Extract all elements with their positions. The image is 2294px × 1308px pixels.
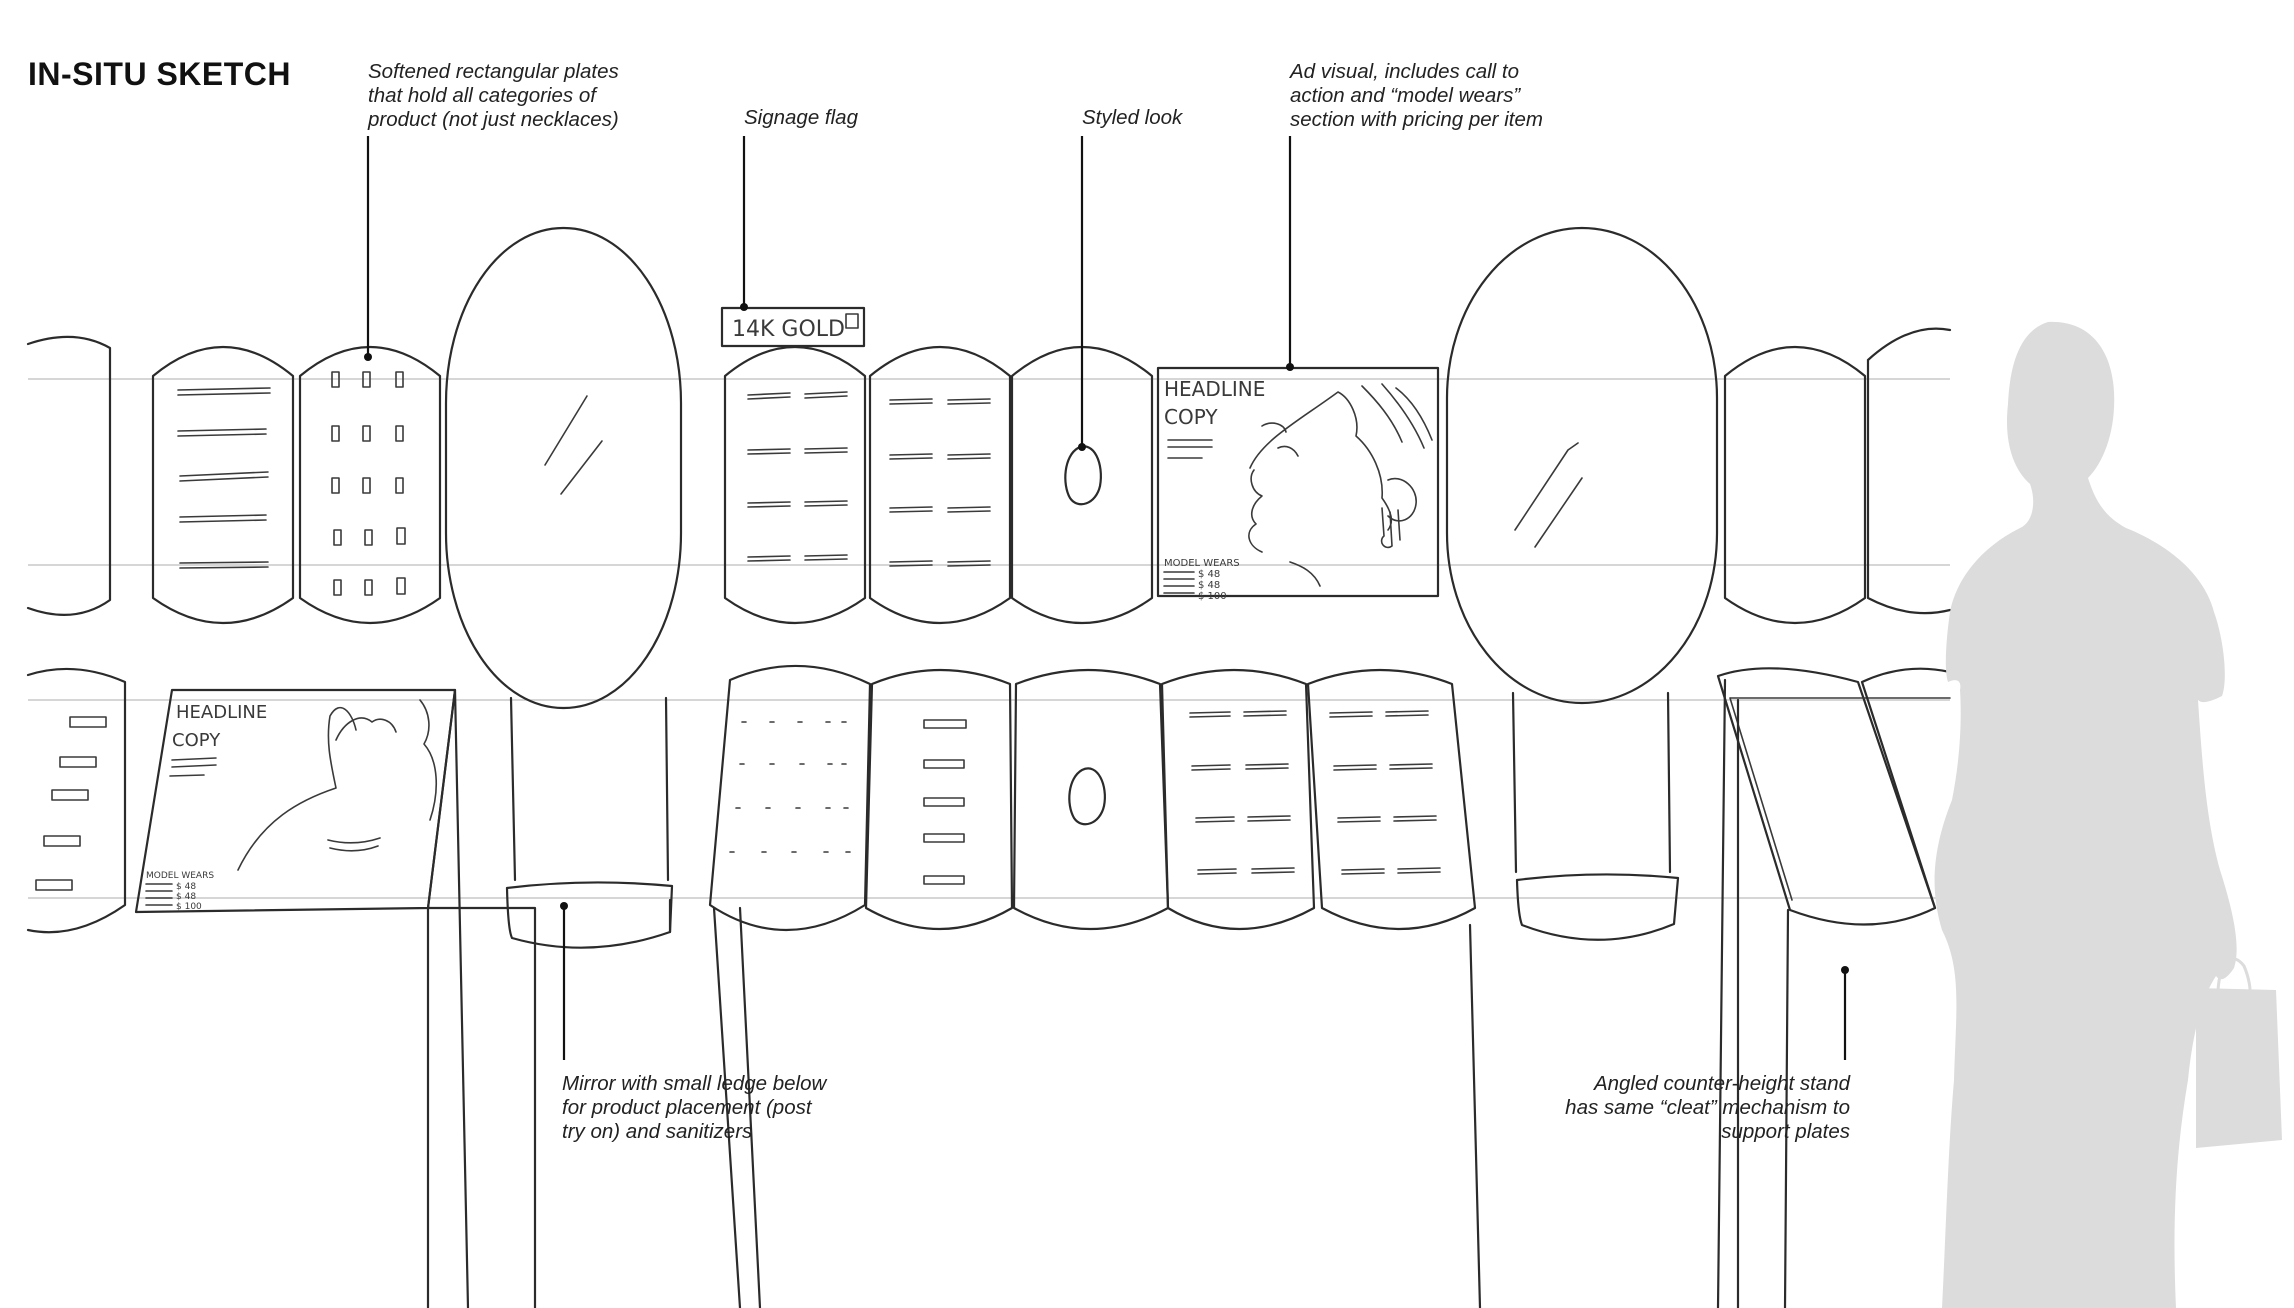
counter-price-3: $ 100 bbox=[176, 902, 202, 912]
counter-model-wears: MODEL WEARS bbox=[146, 871, 214, 881]
mirror-left bbox=[444, 226, 683, 949]
upper-plate-edge-left bbox=[26, 335, 112, 616]
annotation-mirror: Mirror with small ledge below for produc… bbox=[562, 1072, 827, 1143]
ad-price-3: $ 100 bbox=[1198, 591, 1227, 602]
lower-counter-ad-panel: HEADLINE COPY MODEL WEARS $ 48 $ 48 $ 10… bbox=[134, 688, 457, 914]
counter-headline-line-2: COPY bbox=[172, 730, 221, 751]
mirror-right bbox=[1445, 226, 1719, 941]
ad-price-2: $ 48 bbox=[1198, 580, 1220, 591]
annotation-angled-stand: Angled counter-height stand has same “cl… bbox=[1565, 1072, 1850, 1143]
ad-model-wears: MODEL WEARS bbox=[1164, 558, 1240, 569]
page-title: IN-SITU SKETCH bbox=[28, 56, 291, 92]
leader-signage-flag bbox=[740, 136, 748, 311]
counter-price-1: $ 48 bbox=[176, 882, 196, 892]
upper-plate-necklace-bars bbox=[151, 346, 295, 624]
annotation-styled-look: Styled look bbox=[1082, 106, 1183, 129]
upper-plate-earring-studs bbox=[298, 346, 442, 624]
counter-price-2: $ 48 bbox=[176, 892, 196, 902]
angled-counter-stand-right bbox=[1716, 667, 1952, 1308]
leader-mirror bbox=[560, 902, 568, 1060]
ad-headline-line-2: COPY bbox=[1164, 405, 1218, 429]
upper-plate-bars-2 bbox=[868, 346, 1012, 624]
annotation-plates: Softened rectangular plates that hold al… bbox=[368, 60, 619, 131]
lower-counter-stand-center bbox=[712, 906, 1482, 1308]
lower-counter-stand-left bbox=[426, 688, 537, 1308]
ad-headline-line-1: HEADLINE bbox=[1164, 377, 1265, 401]
upper-plate-left-of-ad bbox=[723, 346, 867, 624]
signage-flag-text: 14K GOLD bbox=[732, 317, 845, 342]
person-silhouette bbox=[1934, 321, 2282, 1308]
upper-plate-right-1 bbox=[1723, 346, 1867, 624]
leader-styled-look bbox=[1078, 136, 1086, 451]
annotation-signage-flag: Signage flag bbox=[744, 106, 858, 129]
leader-angled-stand bbox=[1841, 966, 1849, 1060]
leader-ad-visual bbox=[1286, 136, 1294, 371]
ad-visual-panel: HEADLINE COPY MODEL WEARS $ 48 $ 48 $ 10… bbox=[1156, 366, 1440, 602]
lower-plate-bars-2 bbox=[1306, 668, 1477, 930]
ad-price-1: $ 48 bbox=[1198, 569, 1220, 580]
upper-plate-styled-look bbox=[1010, 346, 1154, 624]
lower-plate-studs bbox=[708, 664, 872, 932]
lower-plate-bars-1 bbox=[1160, 668, 1316, 930]
lower-plate-edge-left bbox=[26, 667, 127, 934]
annotation-ad-visual: Ad visual, includes call to action and “… bbox=[1290, 60, 1543, 131]
leader-plates bbox=[364, 136, 372, 361]
signage-flag: 14K GOLD bbox=[720, 306, 866, 348]
upper-plate-edge-right bbox=[1866, 327, 1952, 615]
lower-plate-bars-small bbox=[864, 668, 1014, 930]
counter-headline-line-1: HEADLINE bbox=[176, 702, 267, 723]
lower-plate-styled-look bbox=[1012, 668, 1170, 930]
